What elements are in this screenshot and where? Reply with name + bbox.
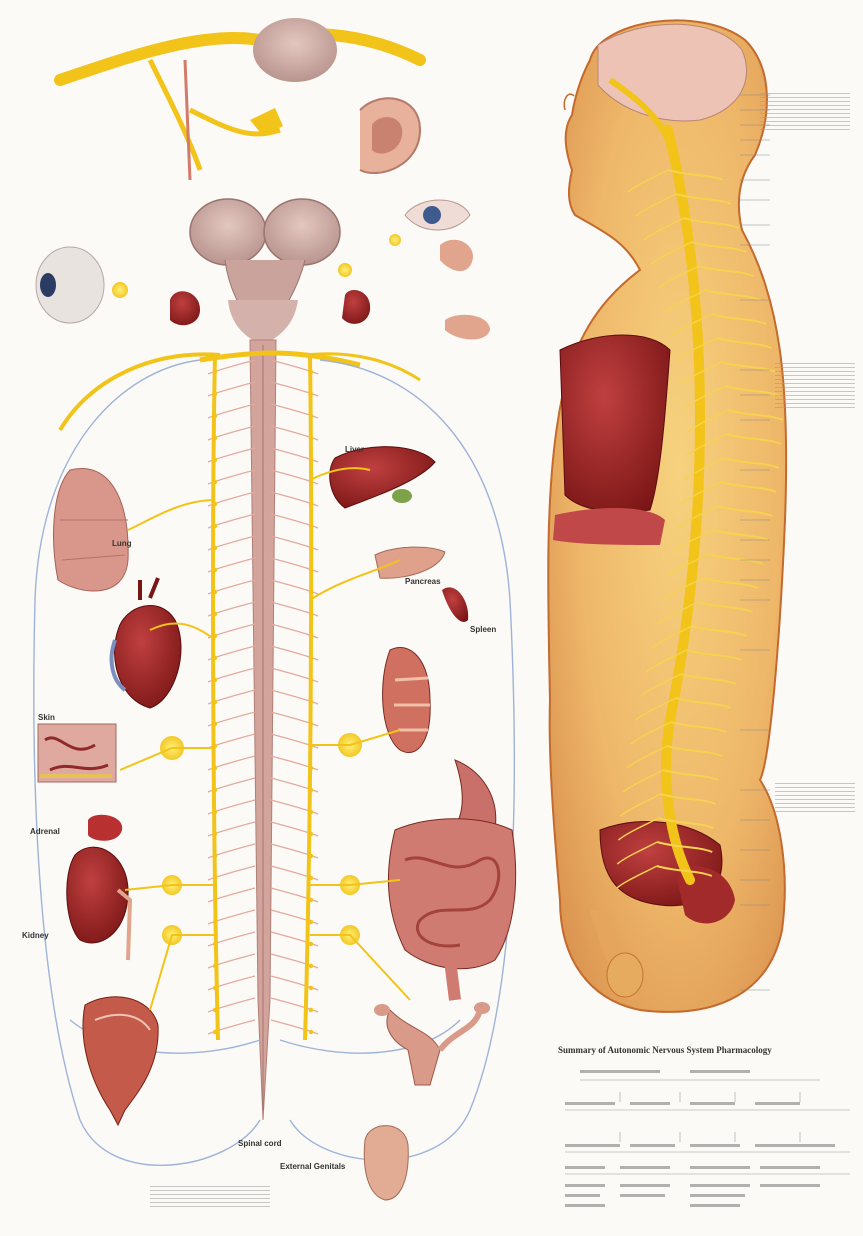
label-skin: Skin [38, 714, 55, 722]
lung-icon [54, 468, 129, 591]
intestine-icon [388, 819, 515, 1000]
chain-ganglion [309, 986, 313, 990]
chain-ganglion [309, 964, 313, 968]
eye-icon [405, 200, 470, 230]
genitals-icon [364, 1126, 408, 1200]
label-kidney: Kidney [22, 932, 49, 940]
pancreas-icon [375, 547, 445, 578]
uterus-icon [374, 1002, 490, 1085]
adrenal-icon [88, 815, 122, 841]
kidney-icon [67, 847, 130, 960]
label-spleen: Spleen [470, 626, 496, 634]
label-pancreas: Pancreas [405, 578, 441, 586]
heart-icon [112, 578, 181, 708]
spleen-icon [442, 587, 468, 622]
spinal-cord [250, 340, 276, 1120]
label-spinal-cord: Spinal cord [238, 1140, 282, 1148]
eye-icon [36, 247, 104, 323]
text-block-right-notes-2 [775, 360, 855, 411]
chain-ganglion [309, 942, 313, 946]
skin-icon [38, 724, 116, 782]
liver-icon [330, 447, 435, 508]
bladder-icon [83, 997, 158, 1125]
chain-ganglion [309, 1008, 313, 1012]
human-torso-icon [548, 20, 786, 1012]
text-block-right-notes-3 [775, 780, 855, 815]
label-lung: Lung [112, 540, 132, 548]
summary-title: Summary of Autonomic Nervous System Phar… [558, 1045, 858, 1055]
chain-ganglion [309, 1030, 313, 1034]
brain-icon [190, 199, 340, 345]
summary-table [560, 1062, 855, 1222]
label-adrenal: Adrenal [30, 828, 60, 836]
label-liver: Liver [345, 446, 364, 454]
text-block-left-notes [150, 1183, 270, 1210]
text-block-right-notes [760, 90, 850, 133]
label-genitals: External Genitals [280, 1163, 345, 1171]
colon-segment-icon [383, 647, 431, 752]
cervical-nerve-section [60, 18, 420, 180]
